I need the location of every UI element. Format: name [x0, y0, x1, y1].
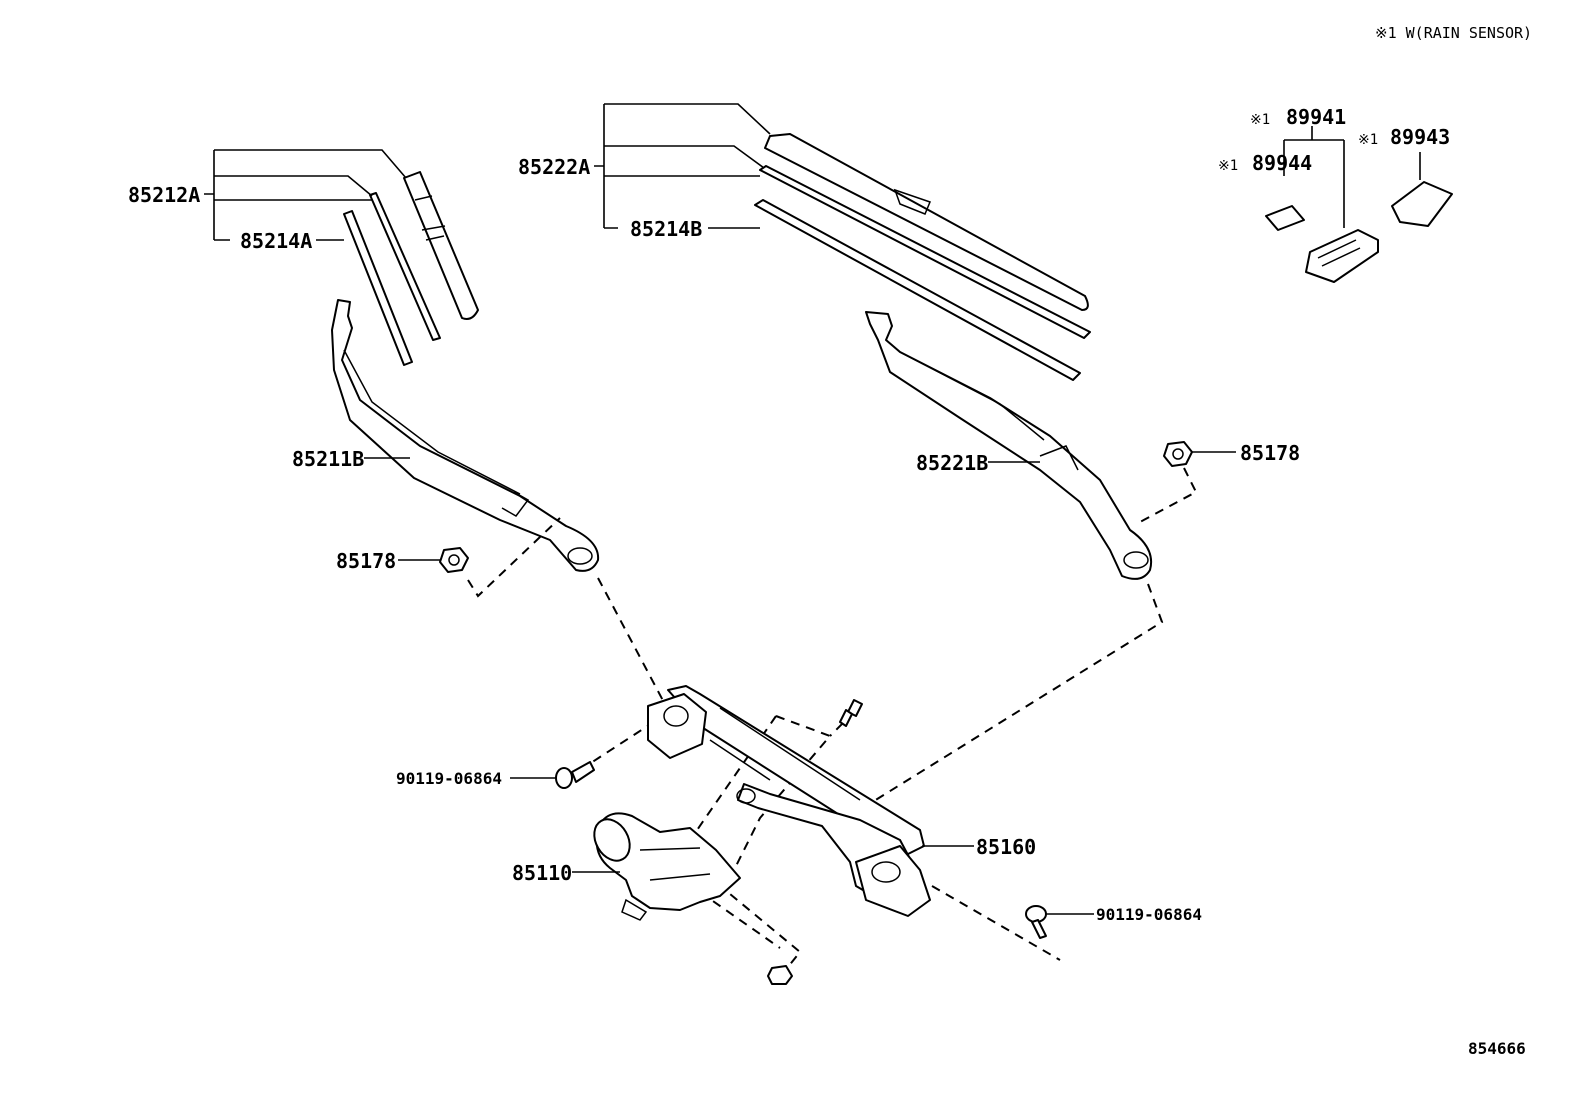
- rh-blade-insert: [759, 165, 1091, 339]
- rh-wiper-arm: [865, 311, 1152, 580]
- rain-sensor-note: ※1 W(RAIN SENSOR): [1375, 24, 1532, 42]
- label-89941: 89941: [1286, 105, 1346, 129]
- ref-mark-89941: ※1: [1250, 112, 1270, 128]
- bolt-right: [1025, 905, 1047, 939]
- lh-wiper-blade: [403, 171, 479, 320]
- lh-wiper-arm: [331, 299, 600, 572]
- label-90119-06864-left: 90119-06864: [396, 769, 502, 788]
- wiper-motor: [593, 812, 741, 921]
- ref-mark-89944: ※1: [1218, 158, 1238, 174]
- ref-mark-89943: ※1: [1358, 132, 1378, 148]
- motor-crank-nut: [767, 965, 793, 985]
- label-85214b: 85214B: [630, 217, 702, 241]
- lh-blade-rubber: [343, 210, 413, 366]
- rh-wiper-blade-group: [754, 133, 1091, 381]
- label-85212a: 85212A: [128, 183, 200, 207]
- label-90119-06864-right: 90119-06864: [1096, 905, 1202, 924]
- rain-sensor-pad: [1265, 205, 1305, 231]
- rh-blade-leader: [594, 103, 771, 229]
- label-85160: 85160: [976, 835, 1036, 859]
- label-85221b: 85221B: [916, 451, 988, 475]
- label-85178-rh: 85178: [1240, 441, 1300, 465]
- rain-sensor-cover: [1391, 181, 1453, 227]
- lh-blade-leader: [204, 149, 407, 241]
- nut-lh: [439, 547, 469, 573]
- label-85214a: 85214A: [240, 229, 312, 253]
- bolt-left: [555, 761, 595, 789]
- lh-blade-insert: [369, 192, 441, 341]
- nut-rh: [1163, 441, 1193, 467]
- rh-wiper-blade: [764, 133, 1089, 311]
- label-85178-lh: 85178: [336, 549, 396, 573]
- wiper-link-assembly: [647, 685, 931, 917]
- label-89943: 89943: [1390, 125, 1450, 149]
- bolt-top: [839, 699, 863, 727]
- rain-sensor-group: ※1 89941 ※1 89944 ※1 89943: [1218, 105, 1453, 283]
- rh-blade-rubber: [754, 199, 1081, 381]
- label-85110: 85110: [512, 861, 572, 885]
- label-85222a: 85222A: [518, 155, 590, 179]
- lh-wiper-blade-group: [343, 171, 479, 366]
- illustration-number: 854666: [1468, 1039, 1526, 1058]
- label-89944: 89944: [1252, 151, 1312, 175]
- label-85211b: 85211B: [292, 447, 364, 471]
